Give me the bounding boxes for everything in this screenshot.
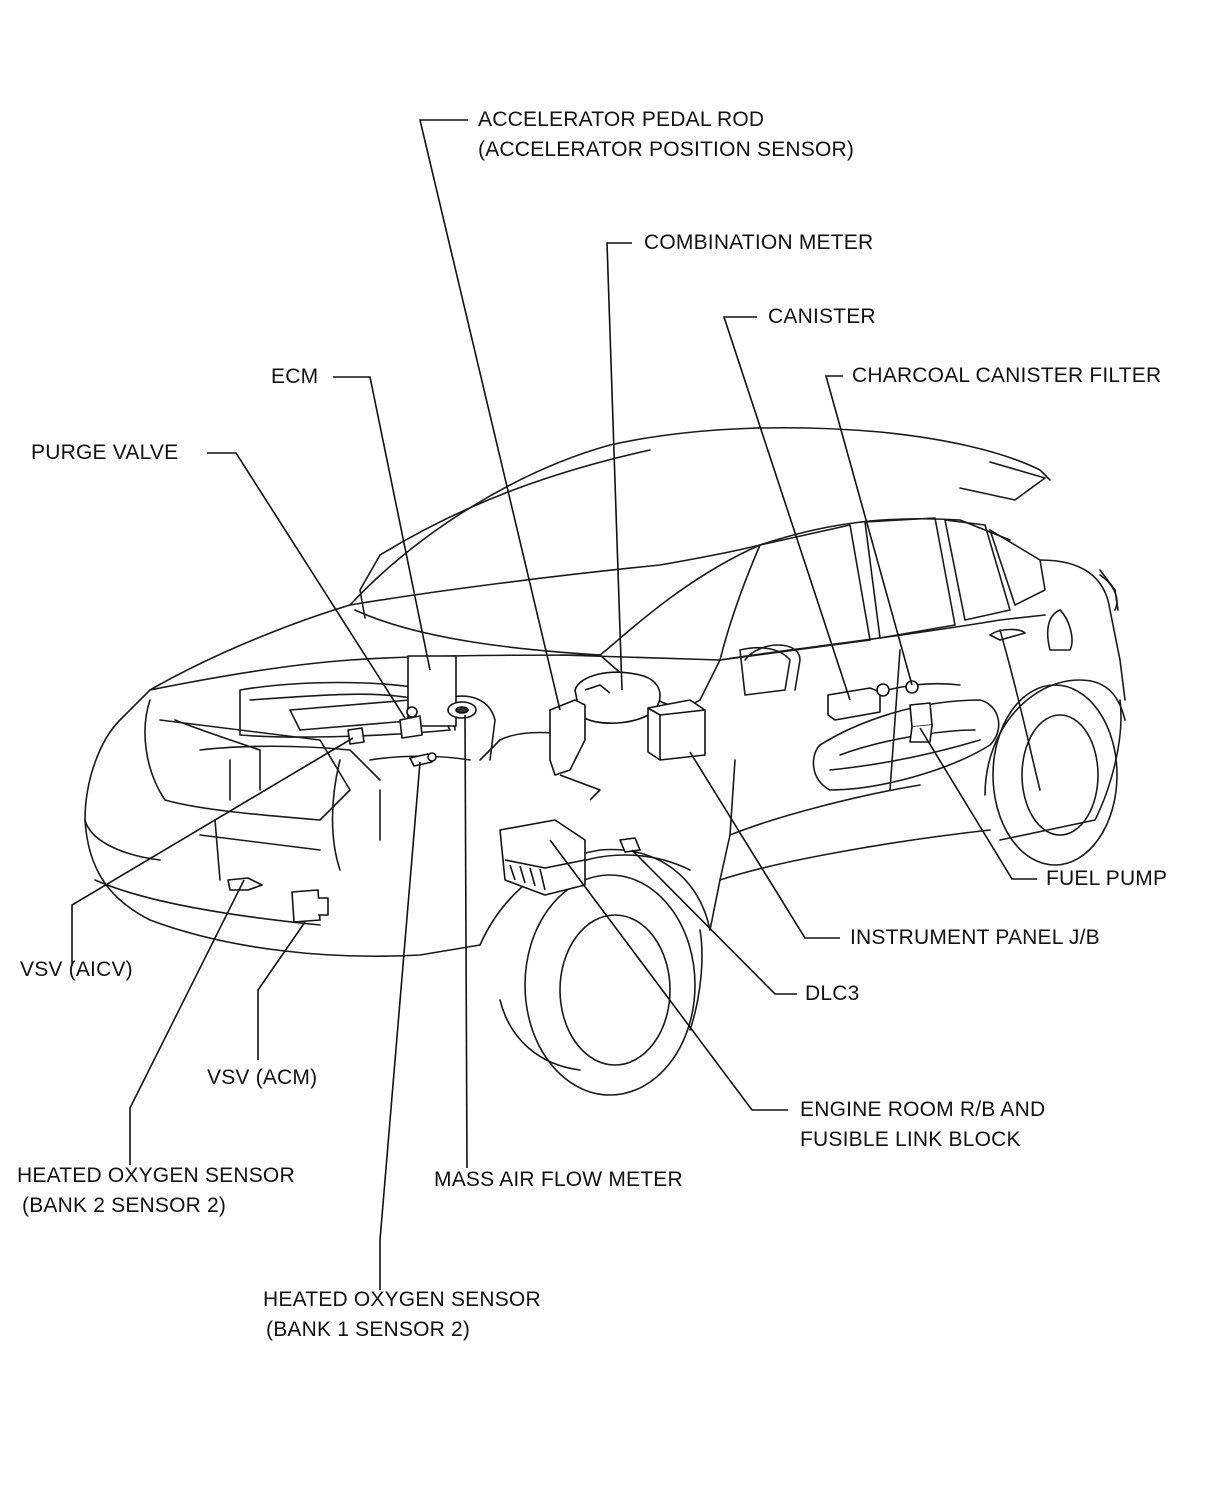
leader-vsv-acm bbox=[257, 921, 306, 1060]
leader-instrument-panel-jb bbox=[689, 751, 840, 939]
dlc3-shape bbox=[619, 837, 641, 853]
vsv-acm-shape bbox=[291, 889, 321, 923]
heated-o2-bank1-shape bbox=[409, 753, 433, 767]
charcoal-filter-shape bbox=[905, 680, 919, 694]
leader-ecm bbox=[333, 376, 431, 671]
leader-accelerator bbox=[418, 119, 561, 711]
label-heated-o2-bank2-line1: HEATED OXYGEN SENSOR bbox=[17, 1164, 295, 1187]
label-ecm: ECM bbox=[271, 365, 319, 388]
label-canister: CANISTER bbox=[768, 305, 876, 328]
purge-valve-shape bbox=[399, 715, 423, 739]
label-combination-meter: COMBINATION METER bbox=[644, 231, 874, 254]
label-vsv-acm: VSV (ACM) bbox=[207, 1066, 318, 1089]
label-mass-air-flow-meter: MASS AIR FLOW METER bbox=[434, 1168, 683, 1191]
label-heated-o2-bank2: HEATED OXYGEN SENSOR (BANK 2 SENSOR 2) bbox=[17, 1161, 295, 1221]
label-accelerator-pedal-rod: ACCELERATOR PEDAL ROD (ACCELERATOR POSIT… bbox=[478, 105, 854, 165]
fuel-pump-shape bbox=[909, 702, 933, 728]
leader-maf bbox=[464, 714, 468, 1169]
leader-lines bbox=[71, 119, 1037, 1290]
car-body-outline bbox=[84, 426, 1126, 1096]
leader-vsv-aicv bbox=[71, 737, 354, 966]
label-accelerator-line2: (ACCELERATOR POSITION SENSOR) bbox=[478, 138, 855, 161]
leader-charcoal-filter bbox=[824, 375, 913, 686]
combination-meter-shape bbox=[574, 671, 661, 724]
component-shapes bbox=[227, 655, 933, 923]
vsv-aicv-shape bbox=[347, 727, 365, 745]
label-purge-valve: PURGE VALVE bbox=[31, 441, 179, 464]
label-engine-room-line2: FUSIBLE LINK BLOCK bbox=[800, 1128, 1021, 1151]
canister-shape bbox=[827, 687, 881, 721]
label-heated-o2-bank2-line2: (BANK 2 SENSOR 2) bbox=[22, 1194, 227, 1217]
label-fuel-pump: FUEL PUMP bbox=[1046, 867, 1168, 890]
label-instrument-panel-jb: INSTRUMENT PANEL J/B bbox=[850, 926, 1100, 949]
label-heated-o2-bank1: HEATED OXYGEN SENSOR (BANK 1 SENSOR 2) bbox=[263, 1285, 541, 1345]
label-engine-room-rb: ENGINE ROOM R/B AND FUSIBLE LINK BLOCK bbox=[800, 1095, 1045, 1155]
leader-dlc3 bbox=[631, 849, 797, 995]
label-dlc3: DLC3 bbox=[805, 982, 860, 1005]
label-heated-o2-bank1-line2: (BANK 1 SENSOR 2) bbox=[266, 1318, 471, 1341]
leader-heated-o2-bank1 bbox=[379, 761, 421, 1290]
leader-canister bbox=[722, 316, 851, 701]
accelerator-pedal-shape bbox=[549, 699, 586, 776]
label-accelerator-line1: ACCELERATOR PEDAL ROD bbox=[478, 108, 765, 131]
leader-heated-o2-bank2 bbox=[129, 879, 245, 1165]
leader-combination-meter bbox=[606, 242, 632, 691]
label-charcoal-canister-filter: CHARCOAL CANISTER FILTER bbox=[852, 364, 1162, 387]
leader-fuel-pump bbox=[919, 727, 1037, 880]
label-heated-o2-bank1-line1: HEATED OXYGEN SENSOR bbox=[263, 1288, 541, 1311]
heated-o2-bank2-shape bbox=[227, 877, 263, 891]
label-engine-room-line1: ENGINE ROOM R/B AND bbox=[800, 1098, 1046, 1121]
engine-room-rb-shape bbox=[499, 819, 586, 896]
label-vsv-aicv: VSV (AICV) bbox=[20, 958, 133, 981]
leader-purge-valve bbox=[207, 452, 406, 719]
leader-engine-room-rb bbox=[549, 839, 788, 1111]
